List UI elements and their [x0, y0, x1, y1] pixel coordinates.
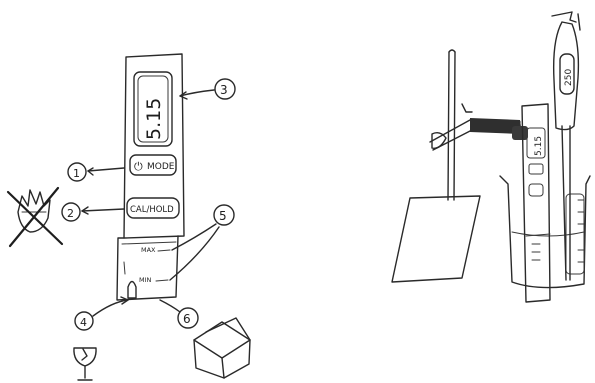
min-mark: MIN	[139, 276, 152, 284]
clamp-arm	[430, 104, 522, 150]
fragile-glass-icon	[74, 348, 96, 380]
callout-4: 4	[75, 297, 128, 330]
callout-6: 6	[160, 300, 198, 328]
crossed-hand-icon	[8, 188, 62, 246]
callout-3-number: 3	[220, 83, 228, 97]
callout-5-number: 5	[219, 209, 227, 223]
callout-4-number: 4	[80, 316, 87, 329]
clamp-knob	[512, 126, 528, 140]
callout-2: 2	[62, 203, 124, 221]
pipette-volume: 250	[564, 69, 574, 86]
power-icon: ⏻	[134, 160, 143, 173]
stand-rod	[448, 52, 455, 200]
cal-hold-button-label: CAL/HOLD	[130, 205, 174, 215]
stand-base	[392, 196, 480, 282]
cal-hold-button[interactable]: CAL/HOLD	[127, 198, 179, 218]
setup-meter-reading: 5.15	[534, 136, 544, 156]
callout-5: 5	[170, 205, 234, 280]
callout-3: 3	[180, 79, 235, 99]
display-reading: 5.15	[143, 98, 165, 140]
mode-button-label: MODE	[147, 162, 175, 172]
callout-1: 1	[68, 163, 124, 181]
callout-1-number: 1	[73, 167, 80, 180]
beaker	[500, 176, 590, 288]
cap-cube-icon	[194, 318, 250, 378]
mode-button[interactable]: ⏻ MODE	[130, 155, 176, 175]
callout-6-number: 6	[183, 312, 191, 326]
ph-meter: 5.15 ⏻ MODE CAL/HOLD MAX MIN	[117, 54, 184, 300]
callout-2-number: 2	[67, 207, 74, 220]
lcd-display: 5.15	[134, 72, 172, 146]
max-mark: MAX	[141, 246, 156, 254]
